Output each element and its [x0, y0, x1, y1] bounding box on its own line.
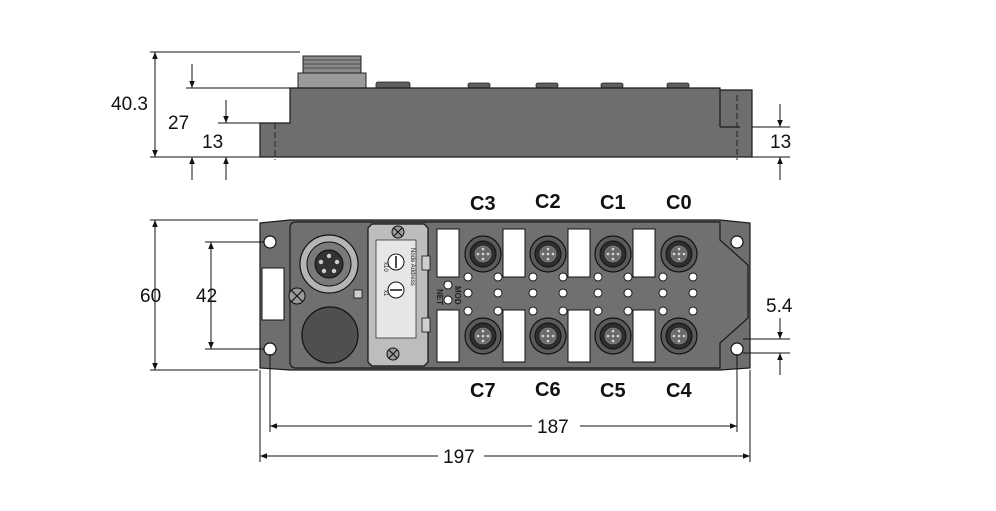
dim-height-flange-left: 13 [202, 132, 223, 153]
side-connector-base [297, 72, 367, 89]
channel-label: C2 [535, 191, 561, 213]
port-leds [463, 272, 698, 316]
side-connector-threads [303, 59, 361, 69]
label-windows [436, 228, 656, 363]
port-led [493, 272, 503, 282]
channel-label: C5 [600, 380, 626, 402]
port-led [623, 288, 633, 298]
channel-label: C0 [666, 192, 692, 214]
port-led [558, 306, 568, 316]
m12-port-icon [529, 317, 567, 355]
m12-port-icon [594, 317, 632, 355]
channel-label: C6 [535, 379, 561, 401]
mod-label: MOD [453, 286, 462, 305]
port-led [528, 288, 538, 298]
port-led [593, 272, 603, 282]
net-label: NET [435, 289, 444, 305]
port-led [493, 288, 503, 298]
side-connector-nut [302, 55, 362, 74]
port-led [463, 272, 473, 282]
blind-cap-icon [301, 306, 359, 364]
led-net [443, 295, 453, 305]
port-led [493, 306, 503, 316]
channel-label: C4 [666, 380, 692, 402]
port-led [688, 272, 698, 282]
left-label-field [261, 267, 285, 321]
port-led [463, 306, 473, 316]
port-led [688, 288, 698, 298]
io-ports [464, 235, 698, 355]
port-led [528, 272, 538, 282]
front-view: x10 x1 Node Address MOD NET [259, 219, 751, 371]
dim-height-body: 27 [168, 113, 189, 134]
side-housing [259, 87, 753, 158]
status-leds [443, 280, 453, 305]
channel-labels-bottom: C7 C6 C5 C4 [470, 379, 692, 402]
channel-label: C7 [470, 380, 496, 402]
side-view [259, 55, 753, 160]
port-led [658, 272, 668, 282]
bus-connector-icon [299, 234, 363, 299]
m12-port-icon [464, 235, 502, 273]
port-led [463, 288, 473, 298]
port-led [593, 288, 603, 298]
front-dimensions [150, 219, 790, 462]
mounting-hole-bottom-right [730, 342, 744, 356]
m12-port-icon [529, 235, 567, 273]
port-led [658, 288, 668, 298]
port-led [558, 272, 568, 282]
rotary-x1-label: x1 [382, 290, 388, 297]
side-screw-heads [375, 81, 690, 90]
dim-hole-offset: 5.4 [766, 296, 793, 317]
port-led [623, 306, 633, 316]
dim-hole-spacing-vertical: 42 [196, 286, 217, 307]
dim-length-total: 197 [443, 447, 475, 468]
channel-label: C3 [470, 193, 496, 215]
m12-port-icon [594, 235, 632, 273]
port-led [658, 306, 668, 316]
address-panel: x10 x1 Node Address [367, 223, 431, 367]
dim-width-total: 60 [140, 286, 161, 307]
dim-hole-spacing-horizontal: 187 [537, 417, 569, 438]
dim-height-flange-right: 13 [770, 132, 791, 153]
dim-height-total: 40.3 [111, 94, 148, 115]
m12-port-icon [464, 317, 502, 355]
port-led [593, 306, 603, 316]
port-led [688, 306, 698, 316]
led-mod [443, 280, 453, 290]
mounting-hole-bottom-left [263, 342, 277, 356]
node-address-label: Node Address [409, 248, 415, 286]
port-led [623, 272, 633, 282]
port-led [558, 288, 568, 298]
channel-label: C1 [600, 192, 626, 214]
m12-port-icon [660, 317, 698, 355]
mounting-hole-top-right [730, 235, 744, 249]
mounting-hole-top-left [263, 235, 277, 249]
rotary-x10-label: x10 [382, 262, 388, 272]
channel-labels-top: C3 C2 C1 C0 [470, 191, 692, 215]
port-led [528, 306, 538, 316]
m12-port-icon [660, 235, 698, 273]
side-dimensions [150, 51, 790, 180]
